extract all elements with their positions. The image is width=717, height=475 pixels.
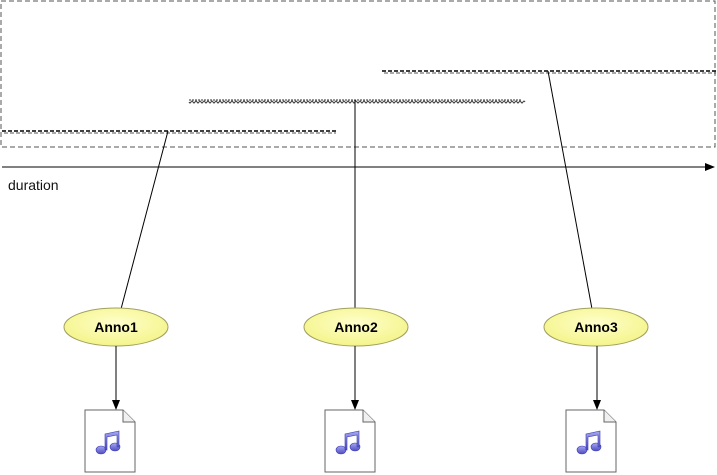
segment-1 xyxy=(2,130,336,134)
music-file-icon[interactable] xyxy=(84,409,136,473)
annotation-anno1[interactable]: Anno1 xyxy=(63,307,169,347)
anno3-label: Anno3 xyxy=(574,319,618,335)
segment-3 xyxy=(382,70,716,74)
annotation-anno2[interactable]: Anno2 xyxy=(303,307,409,347)
duration-axis-label: duration xyxy=(8,177,59,193)
timeline-frame xyxy=(0,0,716,148)
connector-anno1 xyxy=(120,130,169,310)
segment-2 xyxy=(188,99,526,104)
anno2-label: Anno2 xyxy=(334,319,378,335)
music-file-icon[interactable] xyxy=(565,409,617,473)
connector-anno3 xyxy=(547,70,593,310)
anno1-label: Anno1 xyxy=(94,319,138,335)
annotation-anno3[interactable]: Anno3 xyxy=(543,307,649,347)
music-file-icon[interactable] xyxy=(324,409,376,473)
